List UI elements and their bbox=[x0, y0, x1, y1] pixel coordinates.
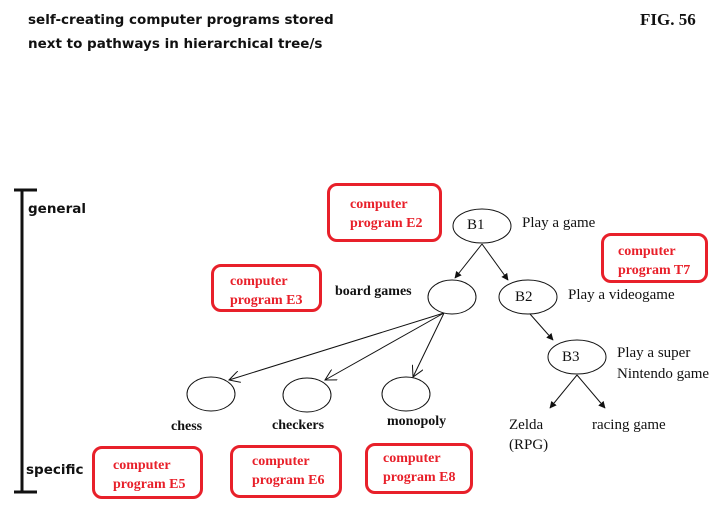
program-e5-line-1: computer bbox=[113, 458, 171, 473]
program-e5-line-2: program E5 bbox=[113, 477, 186, 492]
program-t7-line-2: program T7 bbox=[618, 263, 691, 278]
program-e2-line-2: program E2 bbox=[350, 216, 423, 231]
node-board-games-ellipse bbox=[427, 279, 477, 315]
node-b1-ellipse bbox=[452, 208, 512, 244]
program-box-e6: computer program E6 bbox=[230, 445, 342, 498]
program-e8-line-1: computer bbox=[383, 451, 441, 466]
node-b3-id: B3 bbox=[562, 349, 580, 365]
program-e3-line-1: computer bbox=[230, 274, 288, 289]
program-t7-line-1: computer bbox=[618, 244, 676, 259]
node-checkers-ellipse bbox=[282, 377, 332, 413]
node-b1-description: Play a game bbox=[522, 215, 596, 231]
node-b2-ellipse bbox=[498, 279, 558, 315]
node-b3-description-line-1: Play a super bbox=[617, 345, 691, 361]
edge-b2-b3 bbox=[529, 313, 554, 341]
node-b3-description-line-2: Nintendo game bbox=[617, 366, 710, 382]
edge-b1-board bbox=[454, 243, 483, 279]
node-b2-description: Play a videogame bbox=[568, 287, 675, 303]
program-e6-line-2: program E6 bbox=[252, 473, 325, 488]
program-e2-line-1: computer bbox=[350, 197, 408, 212]
leaf-zelda-label-line-2: (RPG) bbox=[509, 437, 549, 453]
edge-board-chess bbox=[229, 312, 445, 380]
figure-label: FIG. 56 bbox=[640, 10, 696, 29]
node-b3-ellipse bbox=[547, 339, 607, 375]
program-box-e8: computer program E8 bbox=[365, 443, 473, 494]
program-box-e5: computer program E5 bbox=[92, 446, 203, 499]
program-e6-line-1: computer bbox=[252, 454, 310, 469]
edge-board-monopoly bbox=[413, 312, 445, 377]
node-board-games-label: board games bbox=[335, 284, 412, 299]
program-e3-line-2: program E3 bbox=[230, 293, 303, 308]
title-line-1: self-creating computer programs stored bbox=[28, 12, 334, 28]
program-box-t7: computer program T7 bbox=[601, 233, 708, 283]
node-b2-id: B2 bbox=[515, 289, 533, 305]
edge-b1-b2 bbox=[481, 243, 509, 281]
edge-board-checkers bbox=[325, 312, 445, 380]
leaf-zelda-label-line-1: Zelda bbox=[509, 417, 544, 433]
leaf-racing-game-label: racing game bbox=[592, 417, 666, 433]
specificity-axis bbox=[14, 188, 37, 494]
title-line-2: next to pathways in hierarchical tree/s bbox=[28, 36, 323, 52]
node-b1-id: B1 bbox=[467, 217, 485, 233]
edge-b3-zelda bbox=[549, 374, 578, 409]
leaf-monopoly-label: monopoly bbox=[387, 414, 447, 429]
program-box-e3: computer program E3 bbox=[211, 264, 322, 312]
program-box-e2: computer program E2 bbox=[327, 183, 442, 242]
program-e8-line-2: program E8 bbox=[383, 470, 456, 485]
axis-label-general: general bbox=[28, 201, 86, 217]
axis-label-specific: specific bbox=[26, 462, 84, 478]
leaf-chess-label: chess bbox=[171, 419, 203, 434]
edge-b3-racing bbox=[576, 374, 606, 409]
leaf-checkers-label: checkers bbox=[272, 418, 325, 433]
node-chess-ellipse bbox=[186, 376, 236, 412]
node-monopoly-ellipse bbox=[381, 376, 431, 412]
